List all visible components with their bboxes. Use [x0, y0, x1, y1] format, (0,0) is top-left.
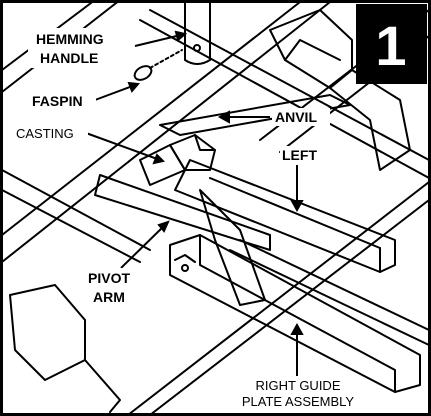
label-pivot-arm-line2: ARM — [93, 289, 125, 305]
step-number: 1 — [375, 14, 406, 77]
left-guide-shape — [174, 159, 396, 273]
label-left: LEFT — [282, 147, 317, 163]
label-backgrounds — [14, 28, 358, 412]
anvil-shape — [159, 94, 351, 136]
leader-casting — [85, 132, 161, 161]
label-casting: CASTING — [16, 126, 74, 141]
label-faspin: FASPIN — [32, 93, 83, 109]
label-anvil: ANVIL — [275, 109, 317, 125]
pivot-arm-shape — [94, 174, 271, 251]
label-pivot-arm-line1: PIVOT — [88, 270, 130, 286]
hemming-handle-shape — [184, 1, 211, 65]
step-badge — [356, 4, 427, 84]
label-right-guide-line1: RIGHT GUIDE — [256, 378, 341, 393]
callout-leaders — [85, 30, 304, 378]
label-right-guide-line2: PLATE ASSEMBLY — [242, 394, 355, 409]
label-hemming-handle-line1: HEMMING — [36, 31, 104, 47]
leader-pivot-arm — [120, 224, 166, 269]
label-hemming-handle-line2: HANDLE — [40, 50, 98, 66]
